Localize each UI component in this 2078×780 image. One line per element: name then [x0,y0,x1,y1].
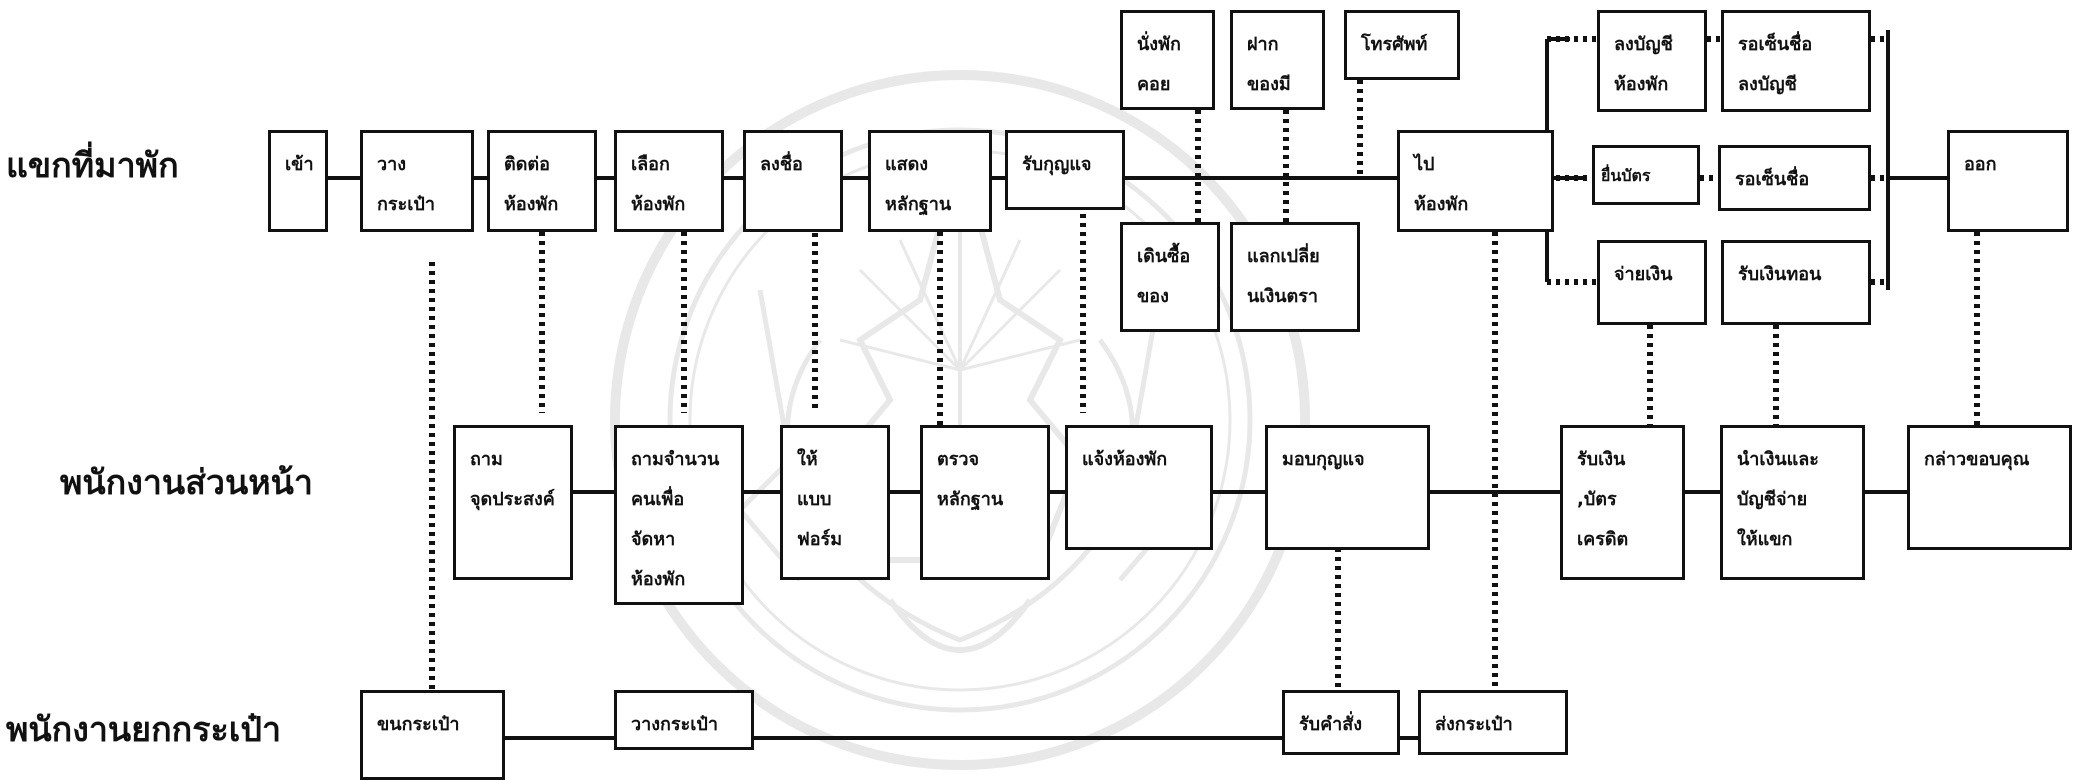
node-get-order: รับคำสั่ง [1282,690,1400,755]
node-deliver-bag: ส่งกระเป๋า [1418,690,1568,755]
node-exchange: แลกเปลี่ย นเงินตรา [1230,222,1360,332]
node-shopping: เดินซื้อ ของ [1120,222,1220,332]
node-sit-wait: นั่งพัก คอย [1120,10,1215,110]
node-receive-money: รับเงิน ,บัตร เครดิต [1560,425,1685,580]
node-wait-sign: รอเซ็นชื่อ [1718,145,1871,211]
node-pay-cash: จ่ายเงิน [1597,240,1707,325]
node-carry-bag: ขนกระเป๋า [360,690,505,780]
node-deposit: ฝาก ของมี [1230,10,1325,110]
node-put-bag: วางกระเป๋า [614,690,754,750]
node-place-bag: วาง กระเป๋า [360,130,474,232]
node-inform-room: แจ้งห้องพัก [1065,425,1213,550]
node-charge-room: ลงบัญชี ห้องพัก [1597,10,1707,112]
node-enter: เข้า [268,130,328,232]
node-exit: ออก [1947,130,2069,232]
node-give-form: ให้ แบบฟอร์ม [780,425,890,580]
node-contact-room: ติดต่อ ห้องพัก [487,130,597,232]
node-check-evidence: ตรวจ หลักฐาน [920,425,1050,580]
node-ask-count: ถามจำนวน คนเพื่อ จัดหา ห้องพัก [614,425,744,605]
lane-label-guest: แขกที่มาพัก [6,146,179,186]
node-hand-key: มอบกุญแจ [1265,425,1430,550]
node-bring-money: นำเงินและ บัญชีจ่าย ให้แขก [1720,425,1865,580]
node-choose-room: เลือก ห้องพัก [614,130,724,232]
node-ask-purpose: ถาม จุดประสงค์ [453,425,573,580]
node-go-room: ไป ห้องพัก [1397,130,1554,232]
node-show-evidence: แสดง หลักฐาน [868,130,992,232]
lane-label-bellman: พนักงานยกกระเป๋า [6,710,282,750]
node-wait-sign-charge: รอเซ็นชื่อ ลงบัญชี [1721,10,1871,112]
node-receive-key: รับกุญแจ [1005,130,1125,210]
node-phone: โทรศัพท์ [1344,10,1460,80]
node-thank: กล่าวขอบคุณ [1907,425,2072,550]
lane-label-front-desk: พนักงานส่วนหน้า [60,463,314,503]
node-sign-name: ลงชื่อ [743,130,843,232]
node-get-change: รับเงินทอน [1721,240,1871,325]
